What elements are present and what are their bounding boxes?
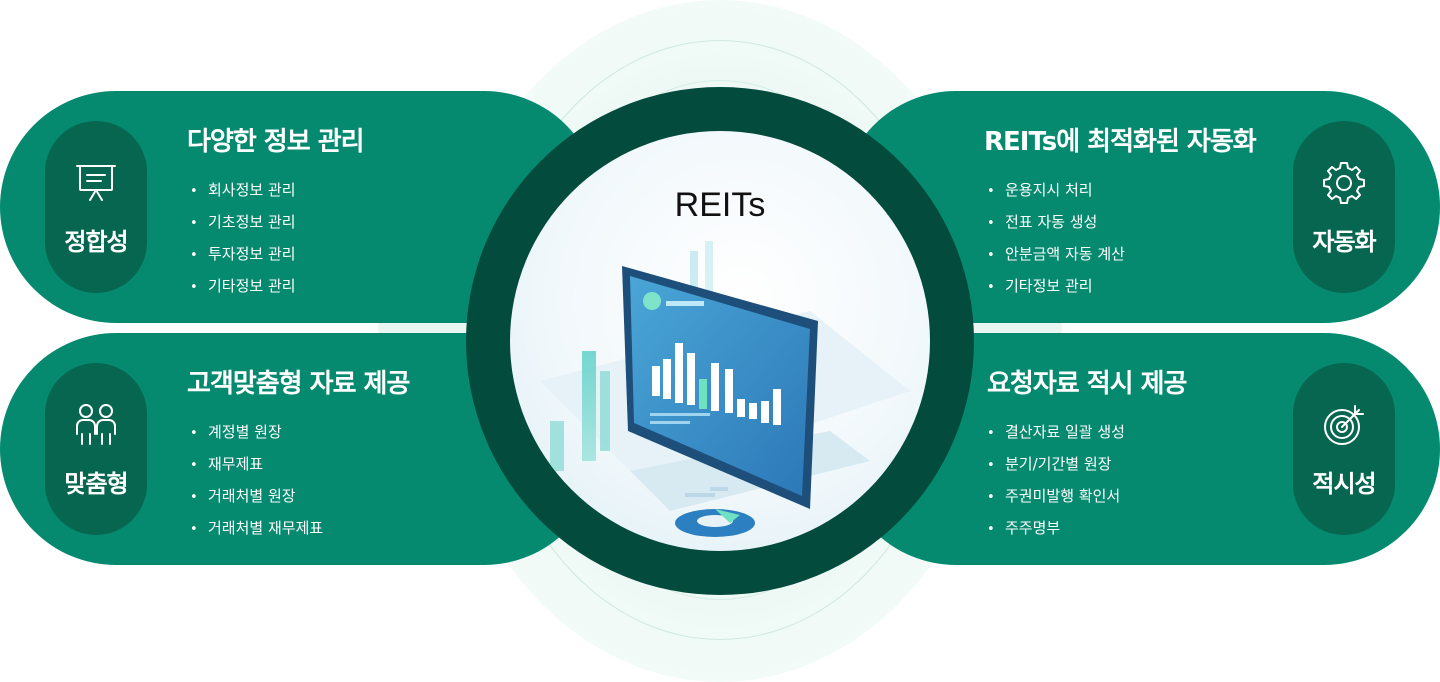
- list-item: 결산자료 일괄 생성: [987, 417, 1125, 449]
- list-item: 분기/기간별 원장: [987, 449, 1125, 481]
- feature-card-automation: REITs에 최적화된 자동화 운용지시 처리 전표 자동 생성 안분금액 자동…: [840, 91, 1440, 323]
- list-item: 기타정보 관리: [987, 271, 1125, 303]
- feature-badge: 적시성: [1293, 363, 1395, 535]
- badge-label: 정합성: [64, 227, 128, 256]
- dashboard-illustration: [540, 241, 910, 537]
- feature-badge: 맞춤형: [45, 363, 147, 535]
- feature-list: 결산자료 일괄 생성 분기/기간별 원장 주권미발행 확인서 주주명부: [987, 417, 1125, 545]
- feature-badge: 자동화: [1293, 121, 1395, 293]
- card-title: 고객맞춤형 자료 제공: [187, 369, 410, 399]
- card-title: 요청자료 적시 제공: [987, 369, 1187, 399]
- list-item: 회사정보 관리: [190, 175, 296, 207]
- card-connector-right: [962, 322, 1062, 334]
- list-item: 투자정보 관리: [190, 239, 296, 271]
- target-icon: [1324, 404, 1364, 445]
- list-item: 기타정보 관리: [190, 271, 296, 303]
- list-item: 운용지시 처리: [987, 175, 1125, 207]
- list-item: 거래처별 재무제표: [190, 513, 323, 545]
- list-item: 계정별 원장: [190, 417, 323, 449]
- list-item: 안분금액 자동 계산: [987, 239, 1125, 271]
- gear-icon: [1323, 161, 1365, 204]
- feature-list: 회사정보 관리 기초정보 관리 투자정보 관리 기타정보 관리: [190, 175, 296, 303]
- list-item: 주권미발행 확인서: [987, 481, 1125, 513]
- badge-label: 자동화: [1312, 227, 1376, 256]
- feature-badge: 정합성: [45, 121, 147, 293]
- list-item: 전표 자동 생성: [987, 207, 1125, 239]
- list-item: 거래처별 원장: [190, 481, 323, 513]
- feature-list: 운용지시 처리 전표 자동 생성 안분금액 자동 계산 기타정보 관리: [987, 175, 1125, 303]
- people-icon: [76, 403, 116, 445]
- card-connector-left: [378, 322, 478, 334]
- list-item: 재무제표: [190, 449, 323, 481]
- center-disc: REITs: [510, 131, 930, 551]
- list-item: 주주명부: [987, 513, 1125, 545]
- card-title: REITs에 최적화된 자동화: [984, 127, 1257, 157]
- center-title: REITs: [674, 186, 766, 224]
- presentation-board-icon: [76, 164, 116, 201]
- badge-label: 적시성: [1312, 469, 1376, 498]
- card-title: 다양한 정보 관리: [187, 127, 365, 157]
- feature-list: 계정별 원장 재무제표 거래처별 원장 거래처별 재무제표: [190, 417, 323, 545]
- list-item: 기초정보 관리: [190, 207, 296, 239]
- badge-label: 맞춤형: [64, 469, 128, 498]
